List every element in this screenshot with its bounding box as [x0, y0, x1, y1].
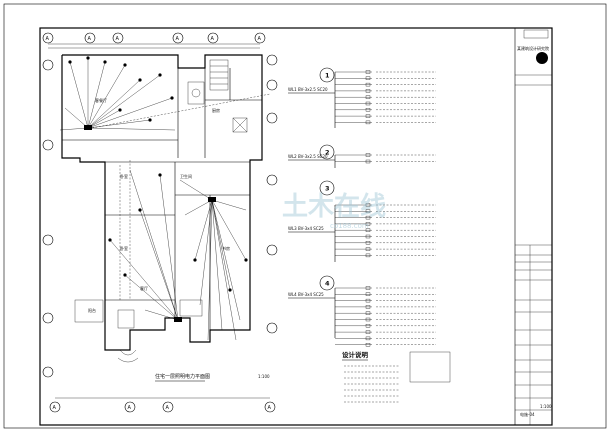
title-block: 某建筑设计研究院 电施-04 1:100: [514, 28, 552, 425]
breaker-symbol: [365, 324, 371, 328]
circuit-feeder: WL2 BV-3x2.5 SC20: [288, 154, 328, 159]
breaker-symbol: [365, 234, 371, 239]
design-notes: 设计说明: [342, 350, 451, 403]
circuit-number: 1: [325, 72, 330, 80]
plan-title: 住宅一层照明电力平面图: [155, 373, 210, 380]
drawing-scale: 1:100: [540, 404, 552, 409]
breaker-symbol: [365, 209, 371, 213]
breaker-symbol: [365, 203, 371, 207]
room-label: 客餐厅: [95, 97, 107, 103]
room-label: 卧室: [120, 245, 128, 251]
watermark: 土木在线: [282, 192, 386, 222]
svg-text:A: A: [128, 405, 132, 411]
breaker-symbol: [365, 82, 371, 87]
circuit-feeder: WL1 BV-3x2.5 SC20: [288, 87, 328, 92]
room-label: 阳台: [88, 307, 96, 313]
company-logo: [536, 52, 548, 64]
circuit-schematic-3: 3 WL3 BV-3x4 SC25: [288, 180, 336, 262]
breaker-symbol: [365, 215, 371, 220]
wiring-fan-lower: [109, 160, 247, 341]
breaker-symbol: [365, 336, 371, 341]
axis-bubbles-top: A A A A A A: [42, 32, 266, 49]
circuit-schematic-4: 4 WL4 BV-3x4 SC25: [288, 275, 336, 338]
room-label: 卧室: [120, 173, 128, 179]
breaker-symbol: [365, 286, 371, 290]
outer-frame: [3, 3, 607, 429]
breaker-symbol: [365, 159, 371, 164]
svg-text:A: A: [166, 405, 170, 411]
axis-bubbles-bottom: A A A A: [49, 397, 276, 413]
notes-heading: 设计说明: [342, 350, 369, 359]
circuit-schematic-1: 1 WL1 BV-3x2.5 SC20: [288, 67, 336, 128]
breaker-symbol: [365, 70, 371, 74]
circuit-branch-lines: [335, 70, 436, 347]
breaker-symbol: [365, 222, 371, 226]
circuit-schematic-2: 2 WL2 BV-3x2.5 SC20: [288, 144, 336, 168]
breaker-symbol: [365, 153, 371, 157]
axis-label: A: [211, 36, 215, 42]
axis-label: A: [116, 36, 120, 42]
breaker-symbol: [365, 95, 371, 99]
axis-label: A: [176, 36, 180, 42]
room-label: 客厅: [140, 285, 148, 291]
distribution-box: [84, 125, 92, 130]
plan-scale: 1:100: [258, 374, 270, 379]
inner-frame: [39, 27, 553, 426]
svg-text:2: 2: [325, 149, 330, 157]
wiring-fan-upper: [59, 58, 271, 131]
axis-label: A: [88, 36, 92, 42]
breaker-symbol: [365, 292, 371, 296]
breaker-symbol: [365, 228, 371, 232]
room-labels: 客餐厅 厨房 卧室 卧室 书房 卫生间 客厅 阳台: [88, 97, 230, 313]
svg-text:4: 4: [325, 280, 330, 288]
axis-bubbles-left: [42, 59, 54, 378]
circuit-feeder: WL4 BV-3x4 SC25: [288, 292, 324, 297]
axis-label: A: [258, 36, 262, 42]
svg-text:A: A: [53, 405, 57, 411]
breaker-symbol: [365, 76, 371, 80]
breaker-symbol: [365, 114, 371, 118]
axis-label: A: [46, 36, 50, 42]
breaker-symbol: [365, 108, 371, 112]
watermark-sub: co188.com: [330, 222, 369, 230]
breaker-symbol: [365, 89, 371, 93]
axis-bubbles-right: [266, 54, 278, 334]
breaker-symbol: [365, 343, 371, 347]
breaker-symbol: [365, 253, 371, 258]
company-name: 某建筑设计研究院: [517, 45, 549, 51]
svg-text:3: 3: [325, 185, 330, 193]
breaker-symbol: [365, 120, 371, 125]
breaker-symbol: [365, 298, 371, 303]
breaker-symbol: [365, 330, 371, 334]
room-label: 书房: [222, 245, 230, 251]
breaker-symbol: [365, 317, 371, 322]
breaker-symbol: [365, 305, 371, 309]
svg-text:A: A: [268, 405, 272, 411]
room-label: 厨房: [212, 107, 220, 113]
room-label: 卫生间: [180, 173, 192, 179]
breaker-symbol: [365, 241, 371, 245]
breaker-symbol: [365, 247, 371, 251]
circuit-feeder: WL3 BV-3x4 SC25: [288, 226, 324, 231]
drawing-number: 电施-04: [520, 411, 535, 417]
light-fixtures: [68, 56, 248, 292]
breaker-symbol: [365, 311, 371, 315]
breaker-symbol: [365, 101, 371, 106]
